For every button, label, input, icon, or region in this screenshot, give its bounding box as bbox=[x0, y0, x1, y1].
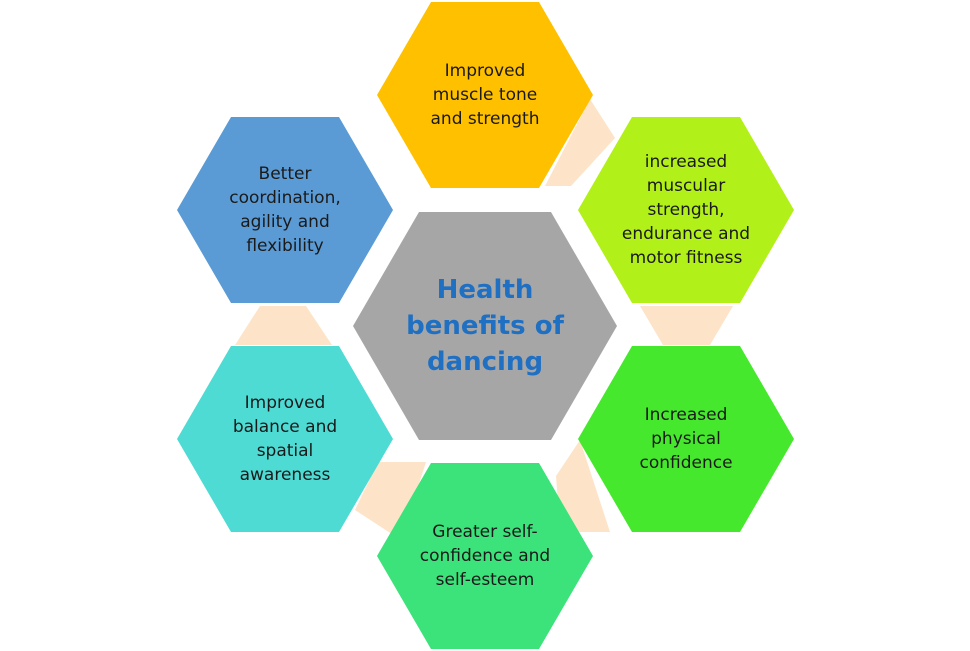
benefit-label-bottom-line-3: self-esteem bbox=[436, 570, 535, 590]
benefit-label-top-line-3: and strength bbox=[431, 109, 540, 129]
benefit-label-upper-right-line-3: strength, bbox=[647, 200, 724, 220]
benefit-label-lower-right-line-3: confidence bbox=[639, 453, 732, 473]
center-hexagon: Health benefits of dancing bbox=[353, 212, 617, 440]
benefit-hexagon-lower-right: Increased physical confidence bbox=[578, 346, 794, 532]
hexagon-shape-top bbox=[377, 2, 593, 188]
benefit-label-bottom-line-2: confidence and bbox=[420, 546, 550, 566]
benefit-label-upper-right-line-2: muscular bbox=[647, 176, 725, 196]
benefit-label-lower-right-line-1: Increased bbox=[645, 405, 728, 425]
benefit-label-upper-left-line-1: Better bbox=[259, 164, 312, 184]
benefit-label-lower-right-line-2: physical bbox=[651, 429, 721, 449]
benefit-label-upper-left-line-3: agility and bbox=[240, 212, 330, 232]
benefit-label-lower-left-line-1: Improved bbox=[245, 393, 326, 413]
benefit-hexagon-upper-right: increased muscular strength, endurance and m… bbox=[578, 117, 794, 303]
benefit-label-lower-left-line-3: spatial bbox=[257, 441, 314, 461]
benefit-hexagon-bottom: Greater self-confidence and self-esteem bbox=[377, 463, 593, 649]
hexagon-shape-upper-right bbox=[578, 117, 794, 303]
benefit-label-upper-right-line-4: endurance and bbox=[622, 224, 750, 244]
connector-layer bbox=[235, 99, 733, 540]
benefit-label-upper-right-line-1: increased bbox=[645, 152, 727, 172]
hexagon-shape-lower-right bbox=[578, 346, 794, 532]
benefit-label-top-line-1: Improved bbox=[445, 61, 526, 81]
benefit-label-bottom-line-1: Greater self- bbox=[432, 522, 537, 542]
center-title-line-2: benefits of bbox=[406, 311, 564, 341]
connector-bottom-lower-left bbox=[355, 462, 426, 540]
hexagon-shape-lower-left bbox=[177, 346, 393, 532]
connector-lower-left-upper-left bbox=[235, 306, 332, 345]
connector-upper-right-lower-right bbox=[640, 306, 733, 345]
benefit-label-upper-left-line-4: flexibility bbox=[246, 236, 323, 256]
benefit-label-upper-left-line-2: coordination, bbox=[229, 188, 341, 208]
benefit-label-upper-right-line-5: motor fitness bbox=[630, 248, 743, 268]
benefit-hexagon-lower-left: Improved balance and spatial awareness bbox=[177, 346, 393, 532]
benefit-label-lower-left-line-4: awareness bbox=[240, 465, 331, 485]
connector-lower-right-bottom bbox=[556, 440, 610, 532]
hexagon-layer: Improved muscle tone and strength increased… bbox=[177, 2, 794, 649]
hexagon-shape-bottom bbox=[377, 463, 593, 649]
center-hexagon-shape bbox=[353, 212, 617, 440]
benefit-hexagon-upper-left: Better coordination, agility and flexibilit… bbox=[177, 117, 393, 303]
benefit-label-top-line-2: muscle tone bbox=[433, 85, 537, 105]
connector-top-upper-right bbox=[545, 99, 615, 186]
benefit-hexagon-top: Improved muscle tone and strength bbox=[377, 2, 593, 188]
hexagon-shape-upper-left bbox=[177, 117, 393, 303]
center-title-line-3: dancing bbox=[427, 347, 543, 377]
center-title-line-1: Health bbox=[437, 275, 534, 305]
benefit-label-lower-left-line-2: balance and bbox=[233, 417, 337, 437]
